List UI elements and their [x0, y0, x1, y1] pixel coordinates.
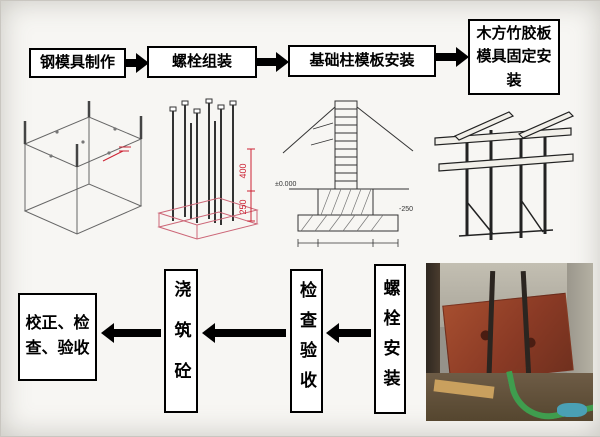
arrow-left-2	[202, 323, 286, 343]
level-label-zero: ±0.000	[275, 181, 296, 188]
site-photo	[426, 263, 593, 421]
flow-step-label: 基础柱模板安装	[309, 52, 415, 70]
flow-step-correction-inspection-acceptance: 校正、检查、验收	[18, 293, 97, 381]
dim-label-400: 400	[238, 163, 248, 178]
flow-step-label: 螺栓安装	[380, 279, 400, 399]
flow-step-pour-concrete: 浇筑砼	[164, 269, 198, 413]
flow-step-label: 浇筑砼	[171, 279, 191, 403]
flow-step-steel-mold-making: 钢模具制作	[29, 48, 126, 78]
arrow-shaft	[126, 59, 137, 67]
arrow-head	[101, 323, 114, 343]
arrow-head	[456, 47, 469, 67]
arrow-left-3	[101, 323, 161, 343]
arrow-shaft	[338, 329, 371, 337]
flow-step-bolt-install: 螺栓安装	[374, 264, 406, 414]
arrow-right-1	[126, 53, 149, 73]
drawing-anchor-bolt-group: 400 250	[157, 98, 259, 240]
flow-step-wood-bamboo-mold-fix: 木方竹胶板模具固定安装	[468, 19, 560, 95]
arrow-shaft	[113, 329, 161, 337]
arrow-shaft	[214, 329, 286, 337]
flow-step-bolt-assembly: 螺栓组装	[147, 46, 257, 78]
arrow-head	[136, 53, 149, 73]
arrow-shaft	[257, 58, 277, 66]
flow-step-label: 校正、检查、验收	[25, 315, 90, 357]
flow-step-label: 钢模具制作	[39, 54, 115, 72]
flow-step-label: 螺栓组装	[171, 53, 232, 71]
photo-water-patch	[557, 403, 587, 417]
arrow-right-3	[436, 47, 469, 67]
drawing-steel-mold-wireframe	[23, 101, 143, 235]
drawing-wood-formwork-assembly	[434, 111, 575, 240]
arrow-head	[326, 323, 339, 343]
flow-step-label: 检查验收	[297, 281, 316, 401]
arrow-right-2	[257, 52, 289, 72]
flow-step-inspection-acceptance: 检查验收	[290, 269, 323, 413]
dim-label-250: 250	[238, 199, 248, 214]
arrow-head	[202, 323, 215, 343]
level-label-minus-250: -250	[399, 206, 413, 213]
arrow-head	[276, 52, 289, 72]
flow-step-foundation-column-formwork: 基础柱模板安装	[288, 45, 436, 77]
drawing-column-elevation: ±0.000 -250	[275, 100, 414, 247]
arrow-left-1	[326, 323, 371, 343]
flow-step-label: 木方竹胶板模具固定安装	[476, 25, 552, 89]
arrow-shaft	[436, 53, 457, 61]
